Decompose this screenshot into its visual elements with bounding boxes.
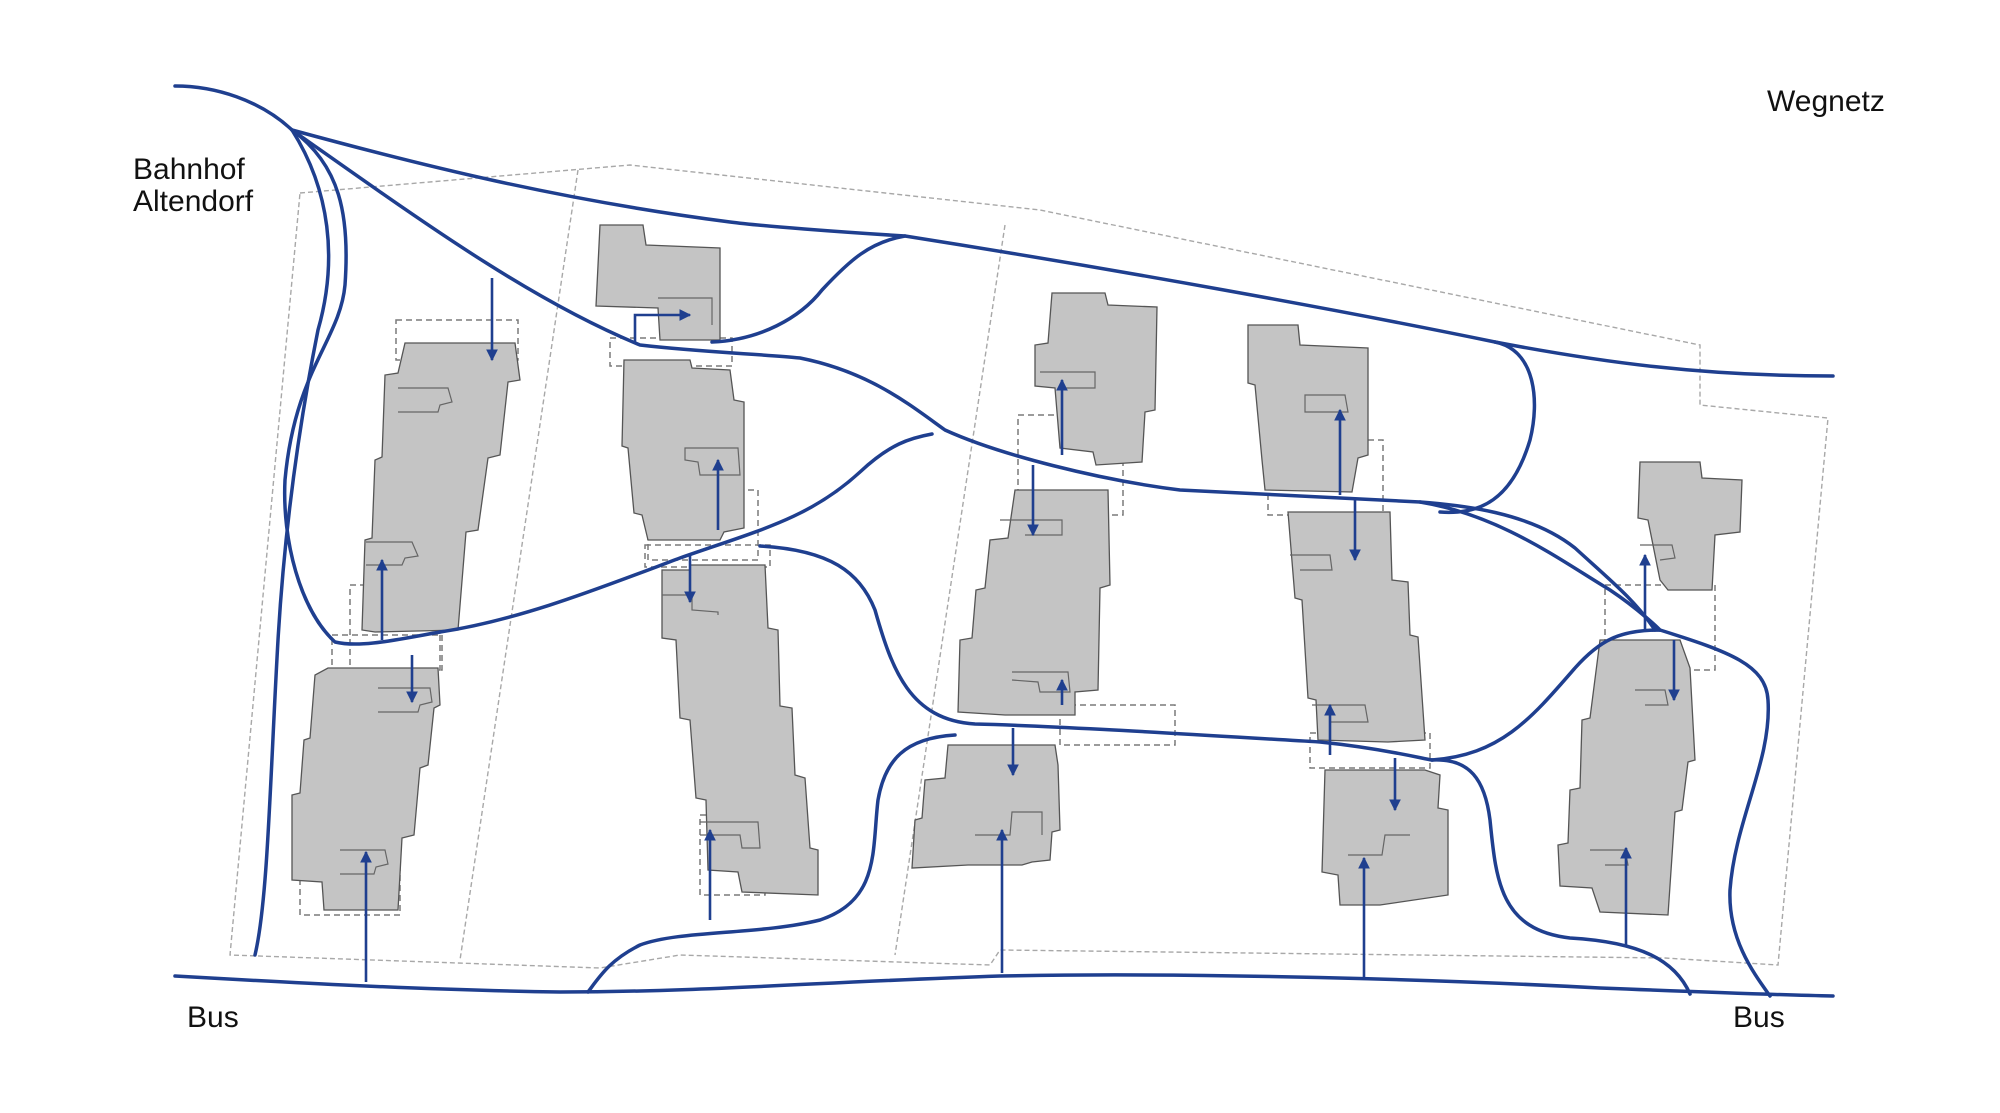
station-label-line2: Altendorf	[133, 185, 254, 218]
building-4	[621, 359, 745, 541]
detail-11	[1011, 671, 1071, 693]
detail-4	[340, 849, 389, 875]
detail-9	[1040, 371, 1096, 389]
path-top-link	[710, 234, 907, 344]
detail-5	[658, 297, 713, 325]
path-east-right	[1430, 628, 1772, 998]
path-central-s	[758, 544, 1434, 762]
detail-8	[700, 821, 761, 849]
building-3	[595, 224, 721, 341]
building-6	[1034, 292, 1158, 466]
diagram-title: Wegnetz	[1767, 85, 1885, 118]
path-east-arc	[1438, 340, 1537, 515]
dashed-outline-f	[644, 544, 771, 568]
bus-label-left: Bus	[187, 1001, 239, 1034]
bus-label-right: Bus	[1733, 1001, 1785, 1034]
detail-17	[1640, 544, 1676, 561]
detail-7	[662, 594, 719, 615]
entrance-arrows	[360, 278, 1680, 982]
path-station-top	[173, 84, 1835, 378]
detail-3	[378, 687, 433, 713]
parcel-lines	[229, 164, 1829, 969]
parcel-divider-1	[459, 169, 579, 961]
building-9	[1287, 511, 1426, 743]
path-bus-road	[173, 973, 1835, 998]
path-east-lower	[1430, 758, 1692, 996]
detail-16	[1348, 834, 1410, 856]
station-label-line1: Bahnhof	[133, 153, 245, 186]
path-network	[173, 84, 1835, 998]
detail-6	[684, 447, 741, 476]
parcel-divider-2	[894, 224, 1006, 956]
building-12	[1637, 461, 1743, 591]
building-10	[911, 744, 1061, 869]
dashed-outline-h	[1059, 704, 1176, 746]
detail-10	[1000, 519, 1063, 536]
path-central-s-2	[586, 733, 957, 994]
path-west-edge	[253, 128, 331, 957]
building-5	[661, 564, 819, 896]
building-8	[1247, 324, 1369, 493]
detail-1	[398, 387, 453, 413]
path-east-upper	[1418, 500, 1662, 632]
path-mid-curve	[438, 432, 934, 634]
detail-2	[366, 541, 419, 566]
parcel-outline	[229, 164, 1829, 969]
detail-13	[1304, 394, 1349, 413]
path-diagonal-1	[290, 128, 1657, 632]
building-1	[361, 342, 521, 633]
entrance-arrow-5	[633, 309, 692, 343]
detail-18	[1635, 689, 1669, 706]
building-7	[957, 489, 1111, 716]
detail-15	[1312, 704, 1369, 723]
building-13	[1557, 639, 1696, 916]
path-west-loop	[282, 128, 442, 646]
building-2	[291, 667, 441, 911]
detail-14	[1290, 554, 1333, 571]
